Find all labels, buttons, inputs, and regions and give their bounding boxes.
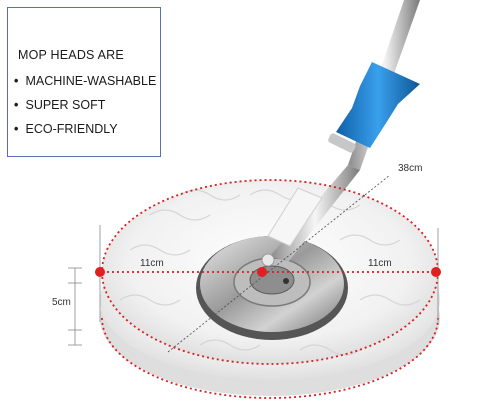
- feature-item: • SUPER SOFT: [14, 98, 105, 112]
- feature-label: SUPER SOFT: [25, 98, 106, 112]
- mop-handle: [261, 0, 420, 267]
- feature-label: MACHINE-WASHABLE: [25, 74, 157, 88]
- bullet-icon: •: [14, 74, 19, 88]
- features-title: MOP HEADS ARE: [18, 48, 124, 62]
- bullet-icon: •: [14, 122, 19, 136]
- left-radius-label: 11cm: [140, 258, 164, 269]
- features-box: MOP HEADS ARE • MACHINE-WASHABLE • SUPER…: [7, 7, 161, 157]
- feature-item: • MACHINE-WASHABLE: [14, 74, 156, 88]
- bullet-icon: •: [14, 98, 19, 112]
- dimension-points: [95, 267, 441, 277]
- metal-plate: [196, 236, 348, 340]
- right-radius-label: 11cm: [368, 258, 392, 269]
- height-dimension-label: 5cm: [52, 297, 71, 308]
- diagonal-dimension-label: 38cm: [398, 163, 423, 174]
- feature-label: ECO-FRIENDLY: [25, 122, 118, 136]
- diagonal-dimension-line: [167, 174, 391, 353]
- feature-item: • ECO-FRIENDLY: [14, 122, 118, 136]
